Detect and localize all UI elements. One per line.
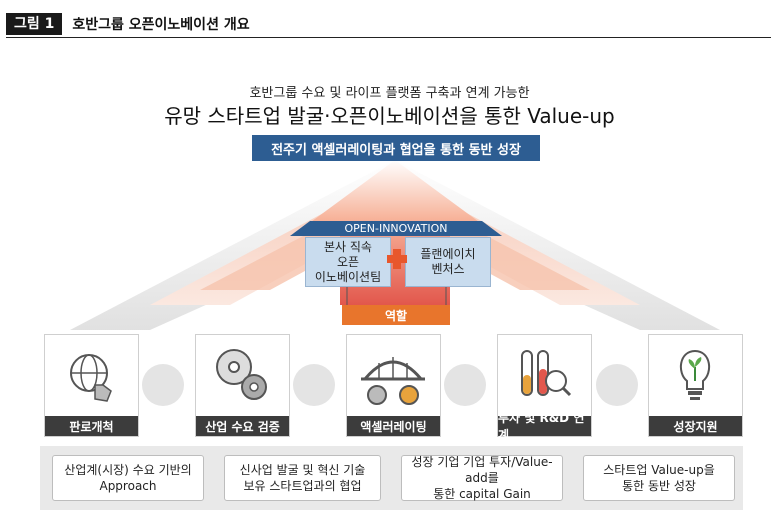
description-line: 산업계(시장) 수요 기반의 [64, 463, 192, 477]
card-caption: 액셀러레이팅 [347, 416, 440, 436]
card-demand-validation: 산업 수요 검증 [195, 334, 290, 437]
header-divider [6, 37, 771, 38]
box-line: 이노베이션팀 [314, 269, 382, 284]
description-box: 산업계(시장) 수요 기반의 Approach [52, 455, 204, 501]
outer-arrow-left [70, 160, 395, 330]
lightbulb-sprout-icon [679, 349, 711, 400]
globe-hand-icon [70, 354, 112, 402]
card-investment-rnd: 투자 및 R&D 연계 [497, 334, 592, 442]
description-line: 통한 capital Gain [433, 487, 531, 501]
card-growth-support: 성장지원 [648, 334, 743, 437]
diagram-main-title: 유망 스타트업 발굴·오픈이노베이션을 통한 Value-up [164, 104, 615, 128]
outer-arrow-right [395, 160, 720, 330]
description-line: 스타트업 Value-up을 [603, 463, 715, 477]
description-line: Approach [99, 479, 157, 493]
diagram-subtitle: 호반그룹 수요 및 라이프 플랫폼 구축과 연계 가능한 [249, 86, 530, 101]
banner: 전주기 액셀러레이팅과 협업을 통한 동반 성장 [252, 135, 540, 161]
link-circle [444, 364, 486, 406]
card-accelerating: 액셀러레이팅 [346, 334, 441, 437]
box-line: 플랜에이치 [420, 247, 476, 261]
description-line: 보유 스타트업과의 협업 [243, 479, 362, 493]
link-circle [293, 364, 335, 406]
link-circle [596, 364, 638, 406]
test-tubes-dollar-icon [521, 350, 572, 397]
roof-label: OPEN-INNOVATION [344, 222, 448, 235]
box-line: 오픈 [336, 254, 360, 269]
figure-title: 호반그룹 오픈이노베이션 개요 [72, 17, 250, 33]
bridge-gears-icon [361, 357, 425, 405]
role-label: 역할 [342, 305, 450, 325]
box-line: 벤처스 [431, 262, 465, 276]
description-box: 신사업 발굴 및 혁신 기술 보유 스타트업과의 협업 [224, 455, 381, 501]
plus-icon [387, 249, 407, 269]
card-caption: 판로개척 [45, 416, 138, 436]
card-market-development: 판로개척 [44, 334, 139, 437]
card-caption: 투자 및 R&D 연계 [498, 411, 591, 442]
figure-header: 그림 1 호반그룹 오픈이노베이션 개요 [6, 13, 250, 35]
figure-label: 그림 1 [6, 13, 63, 35]
disc-gears-icon [216, 349, 267, 400]
mid-arrow-2 [200, 188, 590, 290]
description-line: 성장 기업 기업 투자/Value-add를 [411, 455, 553, 485]
description-box: 스타트업 Value-up을 통한 동반 성장 [583, 455, 735, 501]
roof [290, 221, 502, 236]
box-planh-ventures: 플랜에이치 벤처스 [405, 237, 491, 287]
description-line: 신사업 발굴 및 혁신 기술 [239, 463, 366, 477]
description-box: 성장 기업 기업 투자/Value-add를 통한 capital Gain [401, 455, 563, 501]
card-caption: 성장지원 [649, 416, 742, 436]
link-circle [142, 364, 184, 406]
box-line: 본사 직속 [324, 239, 372, 254]
box-innovation-team: 본사 직속 오픈 이노베이션팀 [305, 237, 391, 287]
description-line: 통한 동반 성장 [622, 479, 696, 493]
card-caption: 산업 수요 검증 [196, 416, 289, 436]
